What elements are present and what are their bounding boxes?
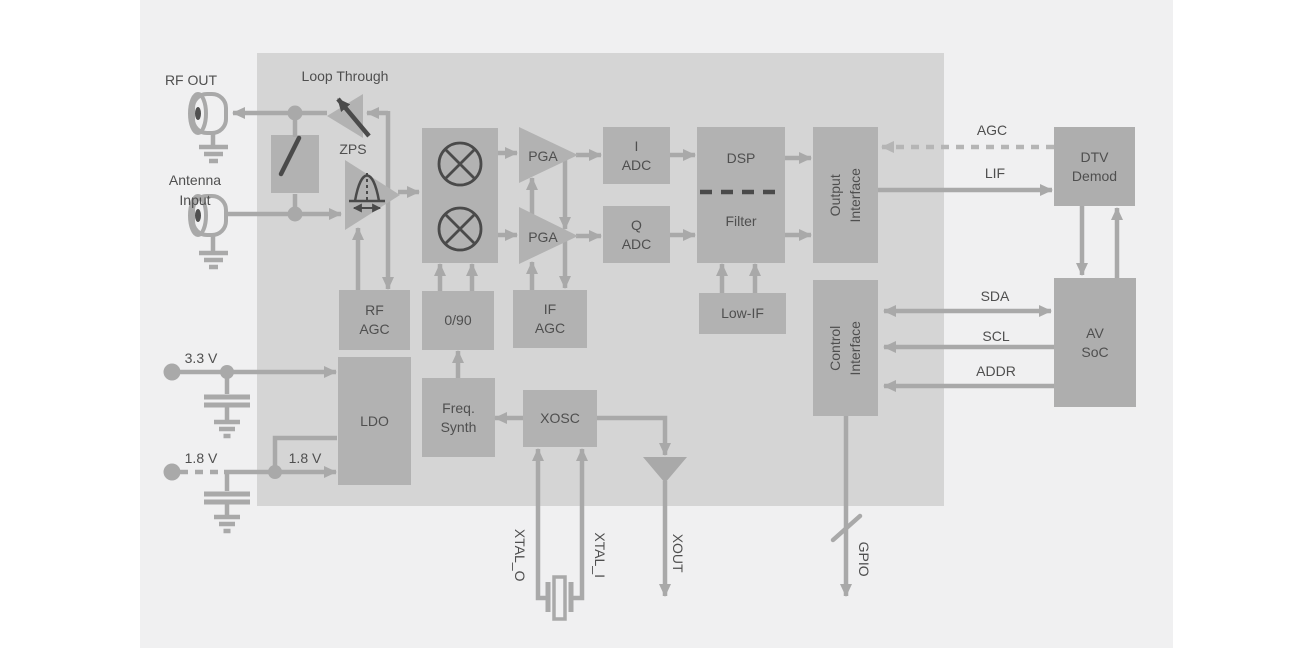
rf-out-label: RF OUT [164,72,218,88]
sda-signal-label: SDA [980,288,1010,304]
antenna-input-label: Antenna Input [168,172,222,209]
dsp-label: DSP [726,150,756,166]
lif-signal-label: LIF [984,165,1006,181]
low-if-label: Low-IF [721,305,764,322]
ldo-label: LDO [360,412,389,429]
block-mixers [422,128,498,263]
block-0-90: 0/90 [422,291,494,350]
zps-label: ZPS [339,141,367,157]
quad-phase-label: 0/90 [444,312,472,329]
scl-signal-label: SCL [982,328,1010,344]
freq-synth-label-line1: Freq. [442,399,475,416]
block-av-soc: AV SoC [1054,278,1136,407]
block-xosc: XOSC [523,390,597,447]
block-control-interface: Control Interface [813,280,878,416]
dtv-demod-label-line1: DTV [1080,148,1109,165]
rf-agc-label-line1: RF [365,302,384,319]
addr-signal-label: ADDR [976,363,1016,379]
if-agc-label-line2: AGC [534,320,566,336]
block-freq-synth: Freq. Synth [422,378,495,457]
xosc-label: XOSC [540,410,580,427]
block-if-agc: IF AGC [513,290,587,348]
gpio-signal-label: GPIO [856,541,873,577]
block-q-adc: Q ADC [603,206,670,263]
control-interface-label: Control Interface [827,320,864,376]
q-adc-label-line1: Q [631,216,642,233]
pga-i-label: PGA [528,148,558,164]
freq-synth-label-line2: Synth [440,418,477,435]
xout-signal-label: XOUT [670,533,687,573]
block-output-interface: Output Interface [813,127,878,263]
block-rf-agc: RF AGC [339,290,410,350]
supply-1v8-label: 1.8 V [184,450,218,466]
i-adc-label-line2: ADC [621,156,652,173]
if-agc-label-line1: IF [543,301,557,318]
i-adc-label-line1: I [634,137,639,154]
block-i-adc: I ADC [603,127,670,184]
agc-signal-label: AGC [976,122,1008,138]
block-rf-switch [271,135,319,193]
filter-label: Filter [725,213,757,229]
xtal-i-signal-label: XTAL_I [592,532,609,578]
block-dsp-filter: DSP Filter [697,127,785,263]
rf-agc-label-line2: AGC [359,321,390,337]
q-adc-label-line2: ADC [621,235,652,252]
block-low-if: Low-IF [699,293,786,334]
av-soc-label-line2: SoC [1081,343,1109,360]
block-ldo: LDO [338,357,411,485]
dtv-demod-label-line2: Demod [1071,167,1118,184]
output-interface-label: Output Interface [827,167,864,223]
av-soc-label-line1: AV [1086,324,1104,341]
xtal-o-signal-label: XTAL_O [512,528,529,582]
pga-q-label: PGA [528,229,558,245]
supply-1v8-internal-label: 1.8 V [288,450,322,466]
loop-through-label: Loop Through [301,68,389,84]
supply-3v3-label: 3.3 V [184,350,218,366]
block-dtv-demod: DTV Demod [1054,127,1135,206]
